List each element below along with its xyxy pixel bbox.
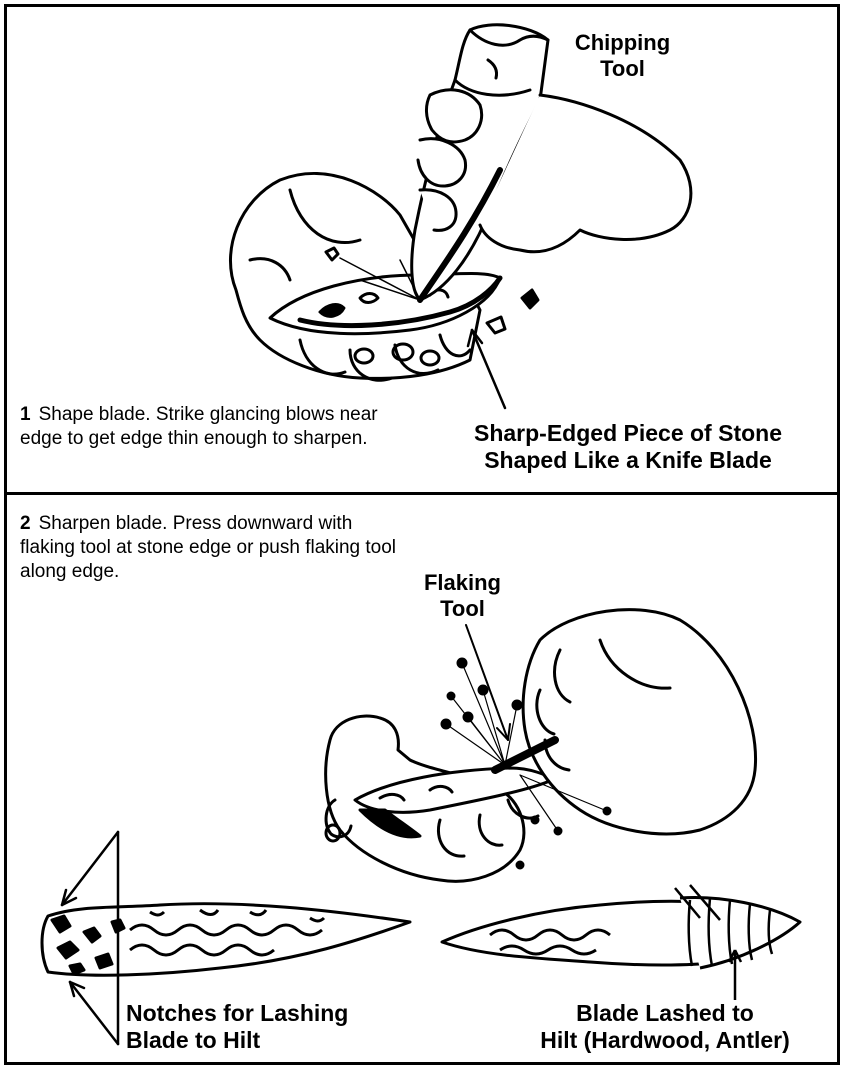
step-1-text: Shape blade. Strike glancing blows near … <box>20 404 378 449</box>
notched-blade <box>42 904 410 976</box>
flaking-tool-label: Flaking Tool <box>405 570 520 622</box>
chipping-tool-label-line1: Chipping <box>555 30 690 56</box>
lashed-label: Blade Lashed to Hilt (Hardwood, Antler) <box>505 1000 825 1054</box>
chipping-tool-label: Chipping Tool <box>555 30 690 82</box>
flaking-tool-label-line1: Flaking <box>405 570 520 596</box>
stone-label-line1: Sharp-Edged Piece of Stone <box>418 420 838 447</box>
step-2-number: 2 <box>20 513 31 534</box>
right-hand <box>523 610 755 834</box>
step-1-number: 1 <box>20 404 31 425</box>
chipping-illustration <box>230 25 690 408</box>
notches-label-line1: Notches for Lashing <box>126 1000 406 1027</box>
flaking-illustration <box>326 610 756 882</box>
stone-label: Sharp-Edged Piece of Stone Shaped Like a… <box>418 420 838 474</box>
lashed-blade <box>442 885 800 1000</box>
notches-label-line2: Blade to Hilt <box>126 1027 406 1054</box>
flaking-tool-label-line2: Tool <box>405 596 520 622</box>
lashed-label-line1: Blade Lashed to <box>505 1000 825 1027</box>
step-2-text: Sharpen blade. Press downward with flaki… <box>20 513 396 582</box>
lashed-label-line2: Hilt (Hardwood, Antler) <box>505 1027 825 1054</box>
chipping-tool-label-line2: Tool <box>555 56 690 82</box>
stone-arrow <box>472 330 505 408</box>
stone-label-line2: Shaped Like a Knife Blade <box>418 447 838 474</box>
notches-label: Notches for Lashing Blade to Hilt <box>126 1000 406 1054</box>
